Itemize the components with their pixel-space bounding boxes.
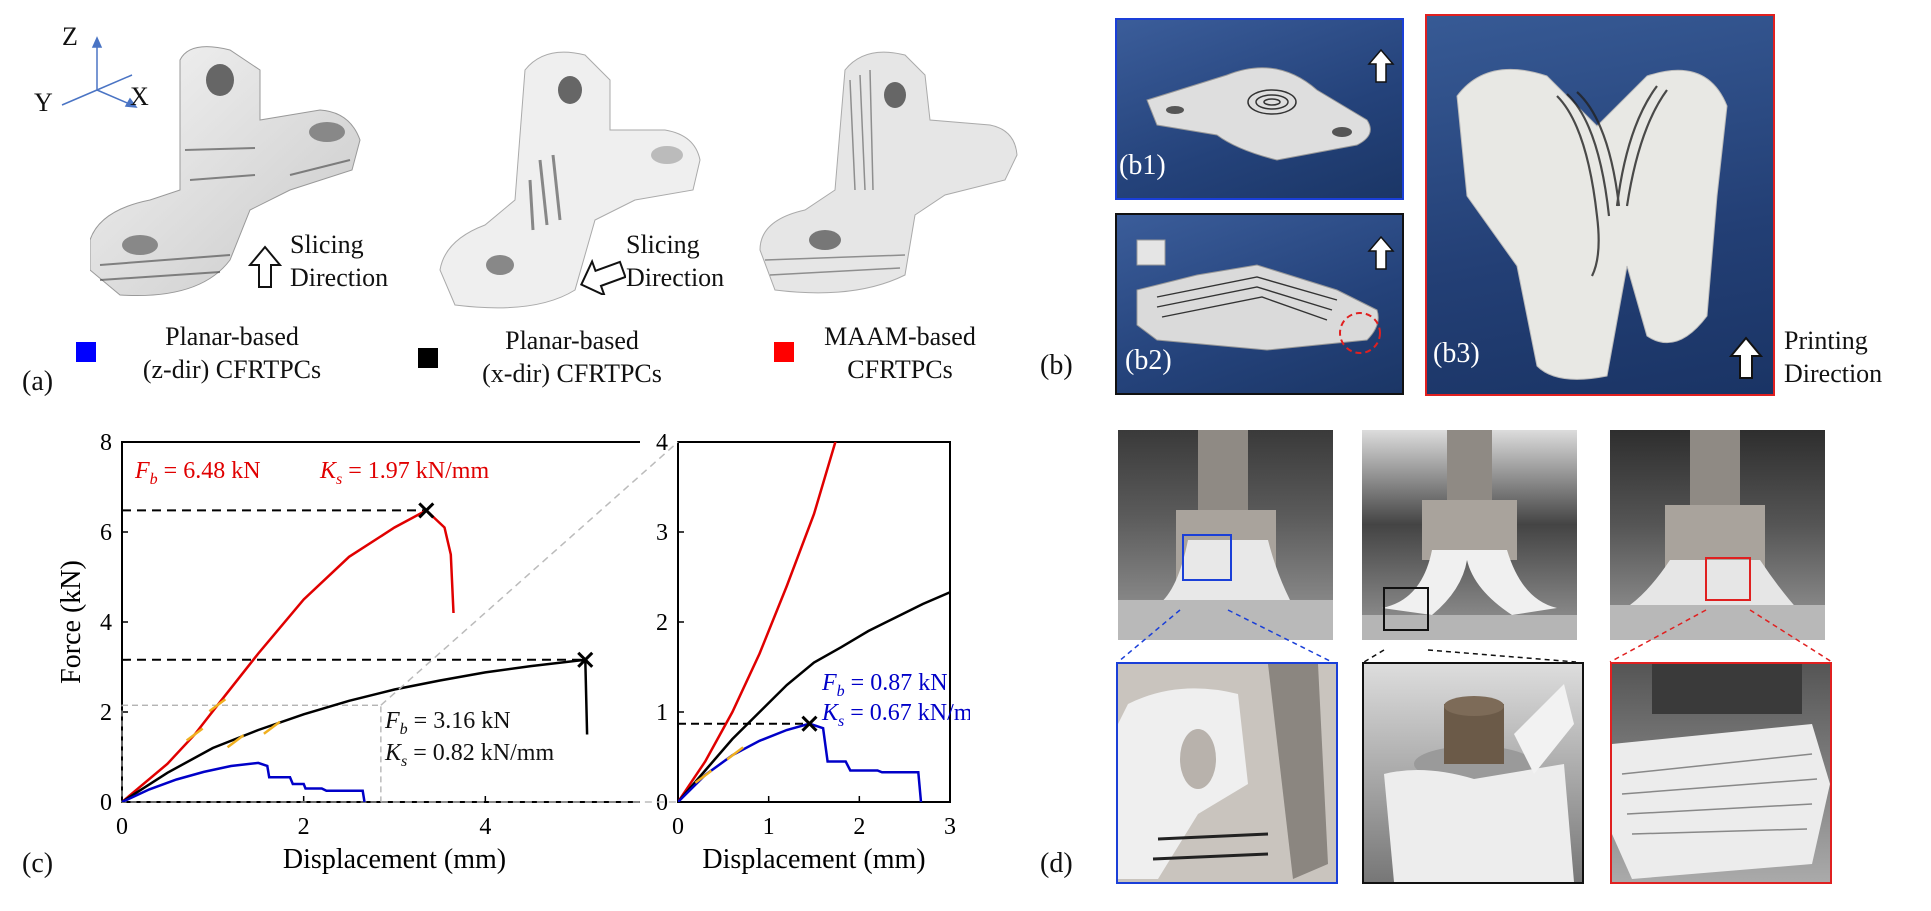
- axis-x-label: X: [130, 82, 149, 111]
- series-line-1: [678, 591, 950, 802]
- y-tick-label: 1: [656, 700, 668, 726]
- photo-d-bottom-1: [1116, 662, 1338, 884]
- peak-marker-blue: [801, 715, 818, 732]
- stiffness-tick: [185, 727, 204, 742]
- label-b2: (b2): [1125, 345, 1172, 376]
- y-axis-label: Force (kN): [56, 560, 87, 684]
- legend-planar-x: Planar-based(x-dir) CFRTPCs: [482, 326, 662, 388]
- x-tick-label: 4: [479, 814, 491, 840]
- photo-d-top-1: [1118, 430, 1333, 640]
- photo-b2: (b2): [1115, 213, 1404, 395]
- legend-swatch-red: [774, 342, 794, 362]
- stiffness-tick: [208, 698, 227, 713]
- zoom-region: [121, 704, 382, 803]
- stiffness-tick: [263, 720, 281, 735]
- photo-d-bottom-2: [1362, 662, 1584, 884]
- force-displacement-chart: 024602468Displacement (mm)Force (kN)Fb =…: [56, 430, 640, 875]
- y-tick-label: 4: [656, 430, 668, 456]
- series-line-1: [122, 658, 589, 802]
- annotation-red-fb: Fb = 6.48 kN: [134, 458, 261, 488]
- series-line-0: [678, 442, 837, 802]
- panel-b-label: (b): [1040, 350, 1073, 381]
- x-tick-label: 0: [672, 814, 684, 840]
- annotation-black-fb: Fb = 3.16 kN: [384, 708, 511, 738]
- axis-z-label: Z: [62, 22, 78, 51]
- legend-planar-z: Planar-based(z-dir) CFRTPCs: [142, 322, 322, 384]
- y-tick-label: 0: [656, 790, 668, 816]
- x-tick-label: 2: [853, 814, 865, 840]
- y-tick-label: 6: [100, 520, 112, 546]
- label-b1: (b1): [1119, 150, 1166, 181]
- annotation-red-ks: Ks = 1.97 kN/mm: [319, 458, 489, 488]
- series-line-2: [122, 761, 366, 802]
- axis-triad-icon: [61, 36, 138, 108]
- arrow-up-icon: [1729, 336, 1763, 379]
- legend-swatch-blue: [76, 342, 96, 362]
- y-tick-label: 2: [100, 700, 112, 726]
- peak-marker-red: [418, 502, 435, 519]
- photo-d-bottom-3: [1610, 662, 1832, 884]
- x-tick-label: 3: [944, 814, 956, 840]
- panel-a-label: (a): [22, 366, 54, 397]
- panel-d-label: (d): [1040, 848, 1073, 879]
- arrow-up-icon: [248, 245, 282, 288]
- annotation-blue-ks: Ks = 0.67 kN/mm: [821, 700, 970, 730]
- series-line-2: [678, 722, 923, 802]
- x-tick-label: 1: [763, 814, 775, 840]
- stiffness-tick: [226, 734, 245, 749]
- photo-b3: (b3): [1425, 14, 1775, 396]
- photo-d-top-2: [1362, 430, 1577, 640]
- y-tick-label: 8: [100, 430, 112, 456]
- bracket-render-planar-z: [90, 40, 390, 310]
- plot-frame: [677, 441, 951, 803]
- x-axis-label: Displacement (mm): [702, 844, 925, 875]
- x-tick-label: 0: [116, 814, 128, 840]
- axis-y-label: Y: [34, 88, 53, 117]
- y-tick-label: 4: [100, 610, 112, 636]
- y-tick-label: 0: [100, 790, 112, 816]
- y-tick-label: 2: [656, 610, 668, 636]
- bracket-render-planar-x: [435, 40, 735, 310]
- label-b3: (b3): [1433, 338, 1480, 369]
- x-axis-label: Displacement (mm): [283, 844, 506, 875]
- annotation-blue-fb: Fb = 0.87 kN: [821, 670, 948, 700]
- zoom-connectors: [1117, 609, 1833, 663]
- annotation-black-ks: Ks = 0.82 kN/mm: [384, 740, 554, 770]
- x-tick-label: 2: [298, 814, 310, 840]
- stiffness-tick: [726, 746, 744, 761]
- arrow-diagonal-icon: [579, 258, 626, 295]
- photo-d-top-3: [1610, 430, 1825, 640]
- photo-b1: (b1): [1115, 18, 1404, 200]
- stiffness-tick: [694, 769, 713, 784]
- legend-swatch-black: [418, 348, 438, 368]
- bracket-render-maam: [755, 40, 1045, 310]
- y-tick-label: 3: [656, 520, 668, 546]
- panel-c-label: (c): [22, 848, 54, 879]
